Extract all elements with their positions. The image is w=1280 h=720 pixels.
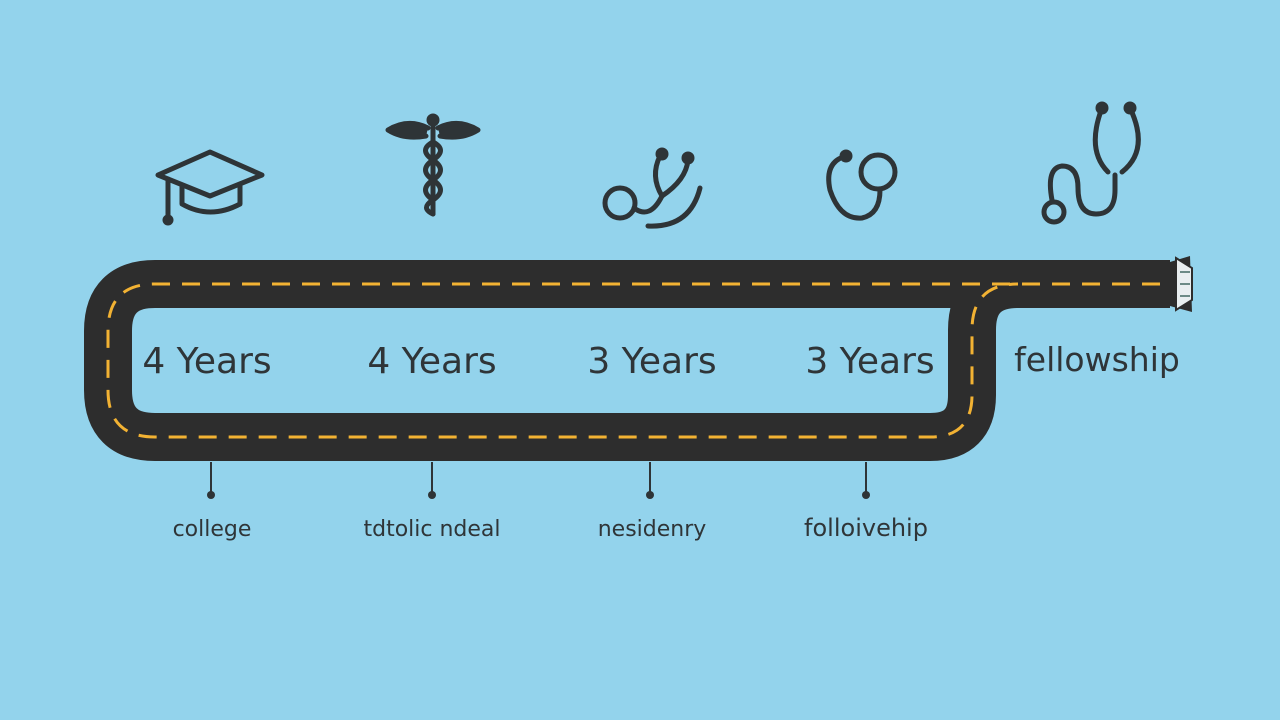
duration-medical-school: 4 Years [367,341,496,382]
duration-residency: 3 Years [587,341,716,382]
caduceus-icon [385,113,481,217]
duration-college: 4 Years [142,341,271,382]
marker-fellowship-dot [862,491,870,499]
marker-residency-dot [646,491,654,499]
road-end-cap [1170,256,1193,312]
lane-marking [106,282,1160,439]
stage-label-medical-school: tdtolic ndeal [363,517,500,542]
stage-label-college: college [173,517,252,542]
stethoscope-large-icon [1041,101,1141,225]
stethoscope-tube-icon [826,149,898,221]
stage-markers [207,462,870,499]
marker-medical-school-dot [428,491,436,499]
stage-label-fellowship: folloivehip [804,514,928,542]
marker-college-dot [207,491,215,499]
road [84,256,1193,461]
graduation-cap-icon [155,149,265,226]
stage-label-residency: nesidenry [598,517,707,542]
duration-extra-fellowship: fellowship [1014,340,1180,379]
stethoscope-icon [602,147,703,229]
duration-fellowship: 3 Years [805,341,934,382]
